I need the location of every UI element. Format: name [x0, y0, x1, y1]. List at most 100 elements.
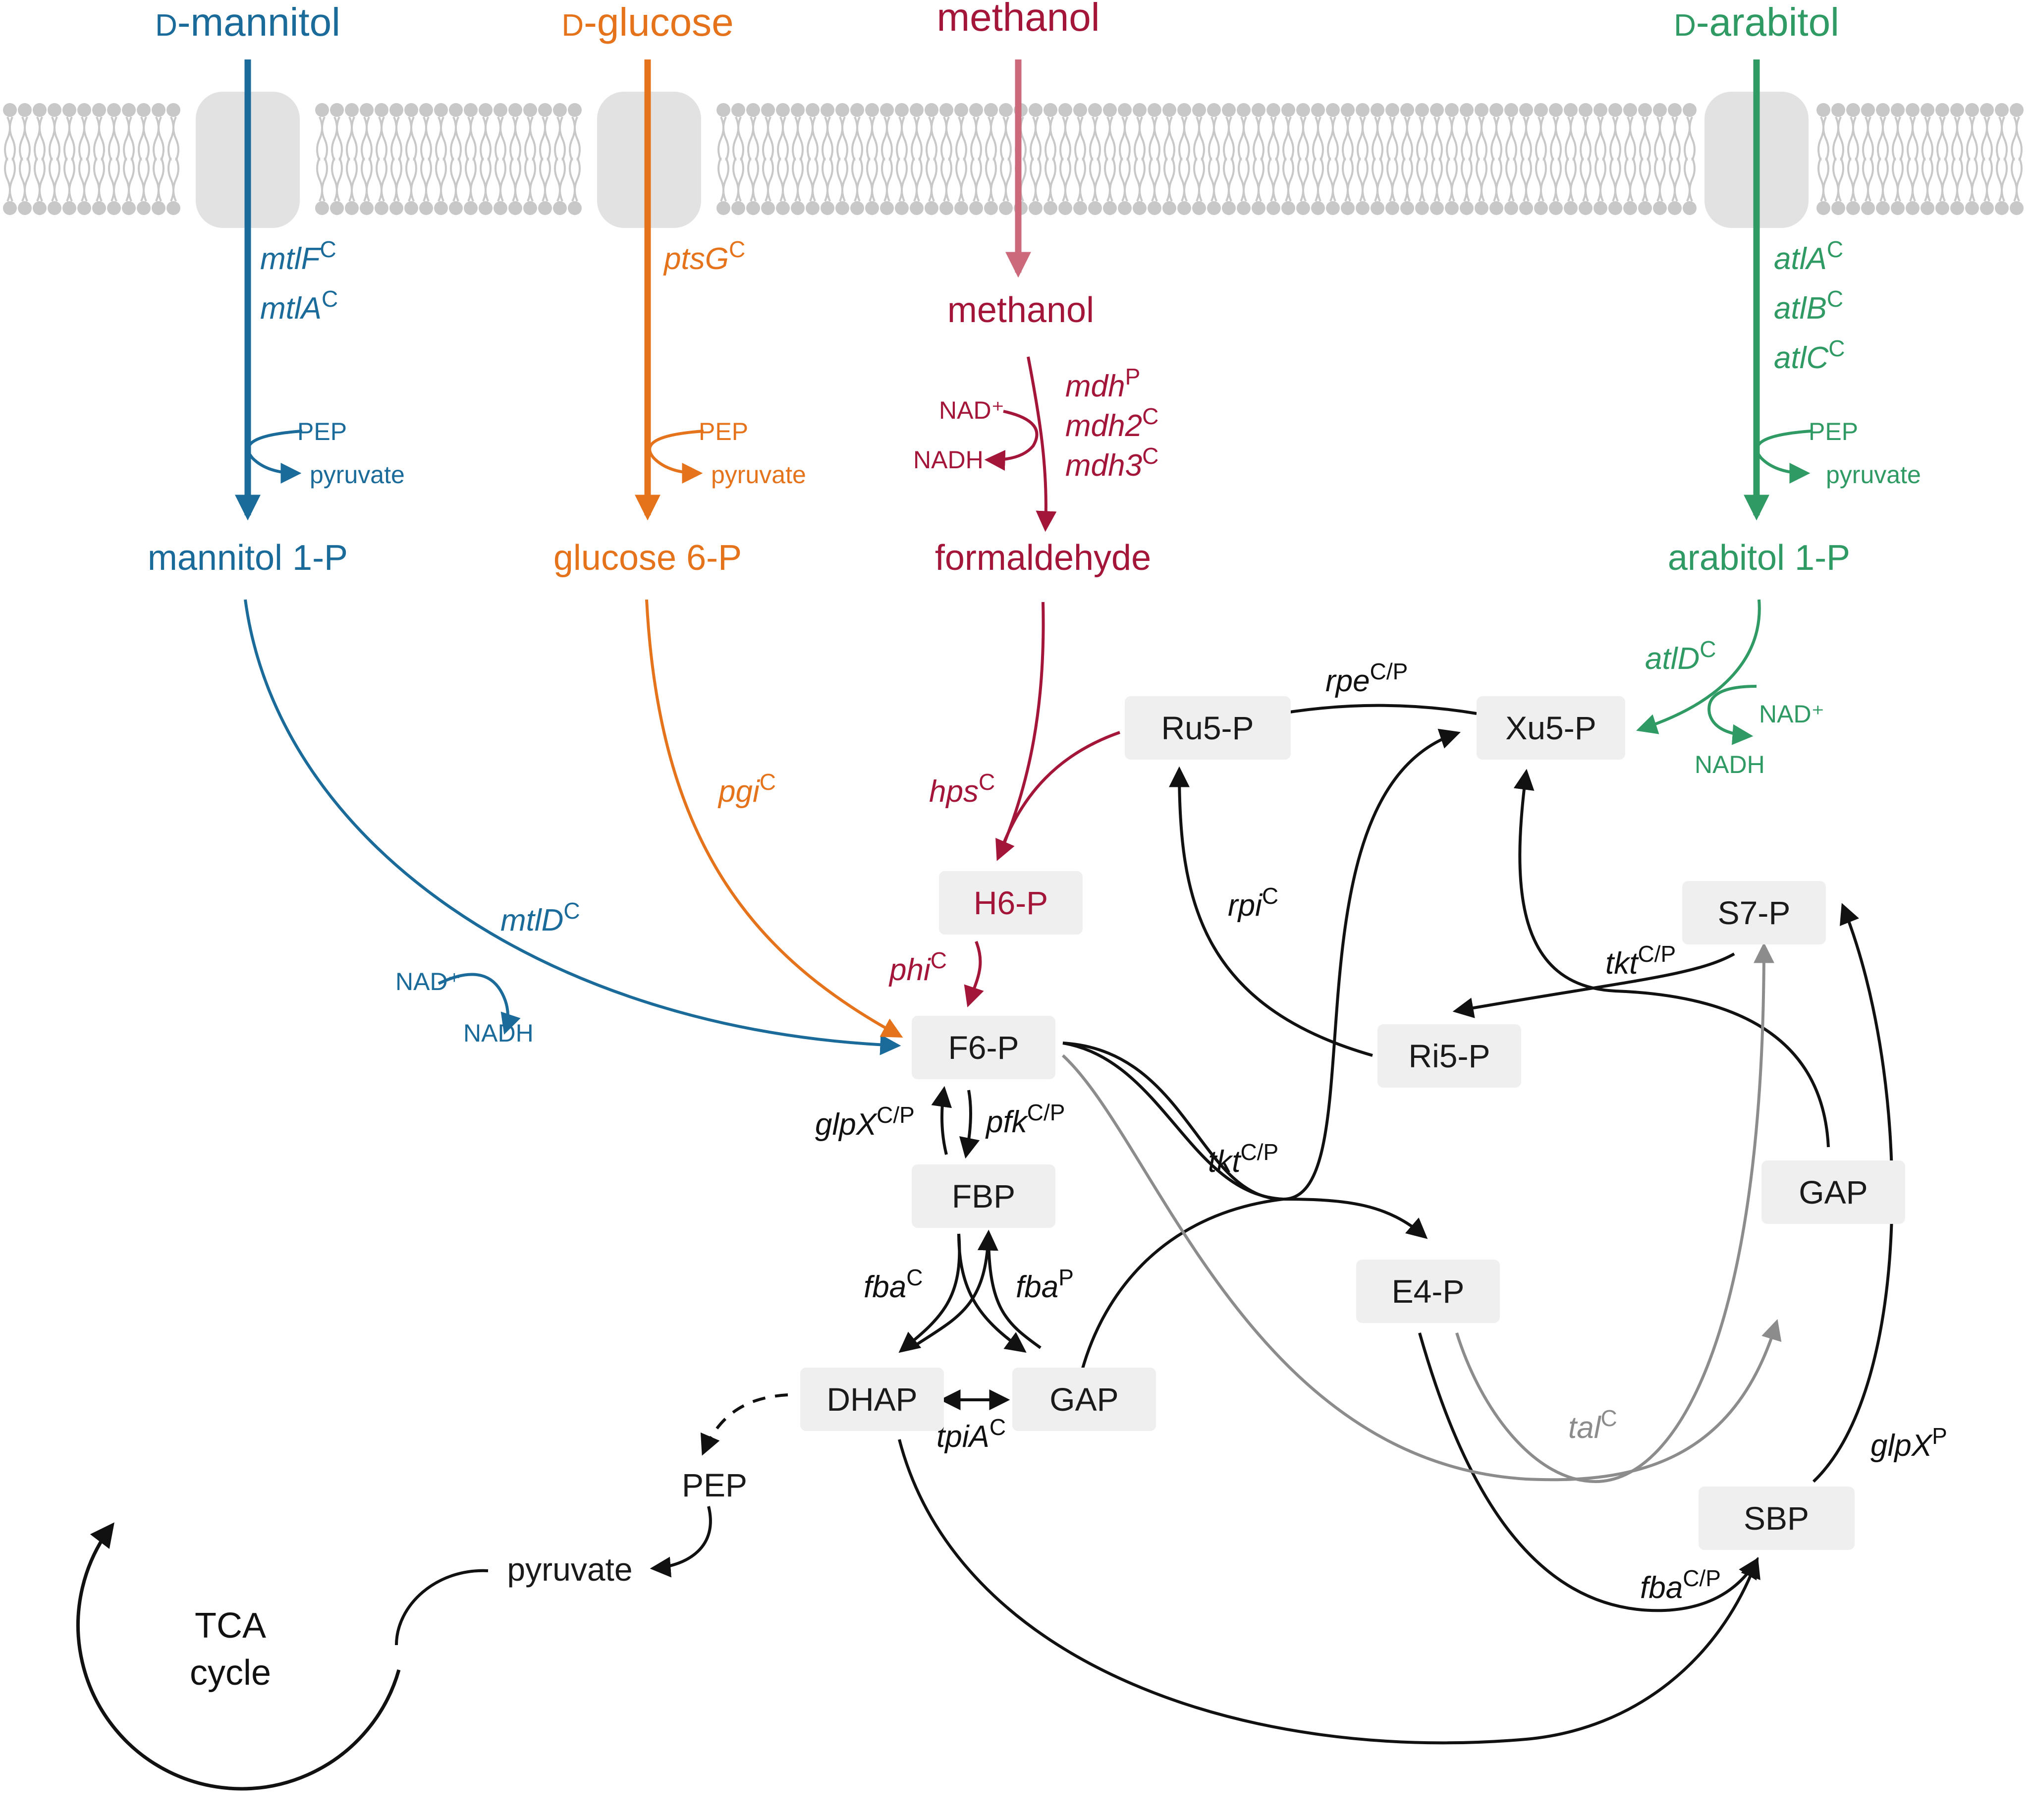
membrane-lipid-head [345, 201, 359, 215]
membrane-lipid-head [479, 103, 493, 117]
transaldolase-arrows [1061, 942, 1782, 1484]
membrane-lipid-tail [717, 116, 729, 202]
membrane-lipid-head [419, 201, 433, 215]
membrane-lipid-head [434, 201, 448, 215]
membrane-lipid-tail [1936, 116, 1948, 202]
membrane-lipid-tail [1490, 116, 1502, 202]
metabolite-pyruvate: pyruvate [507, 1551, 632, 1588]
membrane-lipid-tail [1476, 116, 1487, 202]
membrane-lipid-head [107, 103, 121, 117]
membrane-lipid-head [1266, 201, 1280, 215]
membrane-lipid-head [449, 103, 463, 117]
membrane-lipid-tail [1030, 116, 1042, 202]
membrane-lipid-head [984, 103, 998, 117]
membrane-lipid-head [3, 103, 17, 117]
membrane-lipid-head [523, 103, 537, 117]
pyruvate-label-glucose: pyruvate [711, 461, 806, 489]
pep-label-glucose: PEP [699, 418, 748, 445]
membrane-lipid-head [1846, 201, 1860, 215]
enzyme-fba-c: fbaC [864, 1265, 923, 1304]
membrane-lipid-tail [1907, 116, 1919, 202]
membrane-lipid-head [806, 201, 820, 215]
metabolite-e4p: E4-P [1356, 1260, 1500, 1323]
membrane-lipid-tail [1357, 116, 1369, 202]
membrane-lipid-head [1326, 103, 1340, 117]
membrane-lipid-tail [1000, 116, 1012, 202]
membrane-lipid-head [1445, 103, 1459, 117]
membrane-lipid-tail [19, 116, 31, 202]
membrane-lipid-tail [1654, 116, 1666, 202]
membrane-lipid-head [1356, 201, 1370, 215]
enzyme-mtlA: mtlAC [260, 286, 338, 326]
membrane-lipid-tail [1981, 116, 1993, 202]
enzyme-tkt-mid: tktC/P [1208, 1139, 1278, 1179]
membrane-lipid-head [1475, 103, 1488, 117]
membrane-lipid-head [1593, 201, 1607, 215]
membrane-lipid-tail [361, 116, 373, 202]
membrane-lipid-tail [1847, 116, 1859, 202]
membrane-lipid-head [806, 103, 820, 117]
membrane-lipid-tail [1580, 116, 1592, 202]
e4p-to-sbp-arrow [1418, 1332, 1759, 1612]
membrane-lipid-head [880, 103, 894, 117]
mannitol-substrate-title: D-mannitol [155, 0, 340, 44]
membrane-lipid-head [166, 103, 180, 117]
pyruvate-to-tca-arrow [395, 1569, 489, 1646]
membrane-lipid-head [1192, 201, 1206, 215]
membrane-lipid-head [1148, 201, 1161, 215]
membrane-lipid-head [835, 201, 849, 215]
enzyme-pgi: pgiC [717, 769, 776, 809]
svg-text:Xu5-P: Xu5-P [1505, 710, 1596, 746]
membrane-lipid-head [1044, 201, 1057, 215]
membrane-lipid-head [1891, 103, 1905, 117]
membrane-lipid-head [1029, 201, 1043, 215]
membrane-lipid-head [1207, 201, 1221, 215]
membrane-lipid-tail [836, 116, 848, 202]
membrane-lipid-tail [1297, 116, 1309, 202]
dhap-to-pep-dashed-arrow [700, 1393, 788, 1456]
svg-text:H6-P: H6-P [974, 884, 1048, 921]
membrane-lipid-head [1415, 201, 1429, 215]
membrane-lipid-head [1593, 103, 1607, 117]
membrane-lipid-head [494, 103, 507, 117]
membrane-lipid-tail [970, 116, 982, 202]
membrane-lipid-head [1876, 103, 1890, 117]
membrane-lipid-head [1995, 103, 2009, 117]
membrane-lipid-head [92, 201, 106, 215]
membrane-lipid-head [954, 103, 968, 117]
membrane-lipid-head [910, 103, 924, 117]
membrane-lipid-tail [4, 116, 16, 202]
membrane-lipid-tail [420, 116, 432, 202]
membrane-lipid-tail [405, 116, 417, 202]
enzyme-rpe: rpeC/P [1325, 659, 1408, 698]
tca-cycle-circle [76, 1522, 401, 1791]
membrane-lipid-head [107, 201, 121, 215]
membrane-lipid-head [1519, 103, 1533, 117]
membrane-lipid-head [330, 201, 344, 215]
membrane-lipid-head [33, 201, 47, 215]
pep-pyruvate-mannitol: PEP pyruvate [247, 418, 405, 489]
membrane-lipid-tail [1089, 116, 1101, 202]
enzyme-mtlD: mtlDC [500, 898, 580, 938]
membrane-lipid-tail [1684, 116, 1696, 202]
membrane-lipid-head [1831, 103, 1845, 117]
membrane-lipid-tail [34, 116, 46, 202]
metabolite-dhap: DHAP [800, 1368, 944, 1431]
membrane-lipid-tail [1134, 116, 1146, 202]
membrane-lipid-head [538, 201, 552, 215]
membrane-lipid-tail [1624, 116, 1636, 202]
membrane-lipid-head [1445, 201, 1459, 215]
membrane-lipid-head [375, 103, 388, 117]
membrane-lipid-head [1088, 201, 1102, 215]
svg-text:GAP: GAP [1049, 1381, 1118, 1418]
membrane-lipid-head [508, 103, 522, 117]
enzyme-ptsG: ptsGC [663, 236, 745, 276]
membrane-lipid-tail [1327, 116, 1339, 202]
enzyme-mdh3: mdh3C [1065, 443, 1158, 483]
membrane-lipid-tail [465, 116, 477, 202]
membrane-lipid-head [1504, 201, 1518, 215]
membrane-lipid-head [2010, 103, 2024, 117]
metabolite-ru5p: Ru5-P [1125, 696, 1291, 760]
enzyme-hps: hpsC [929, 769, 995, 809]
